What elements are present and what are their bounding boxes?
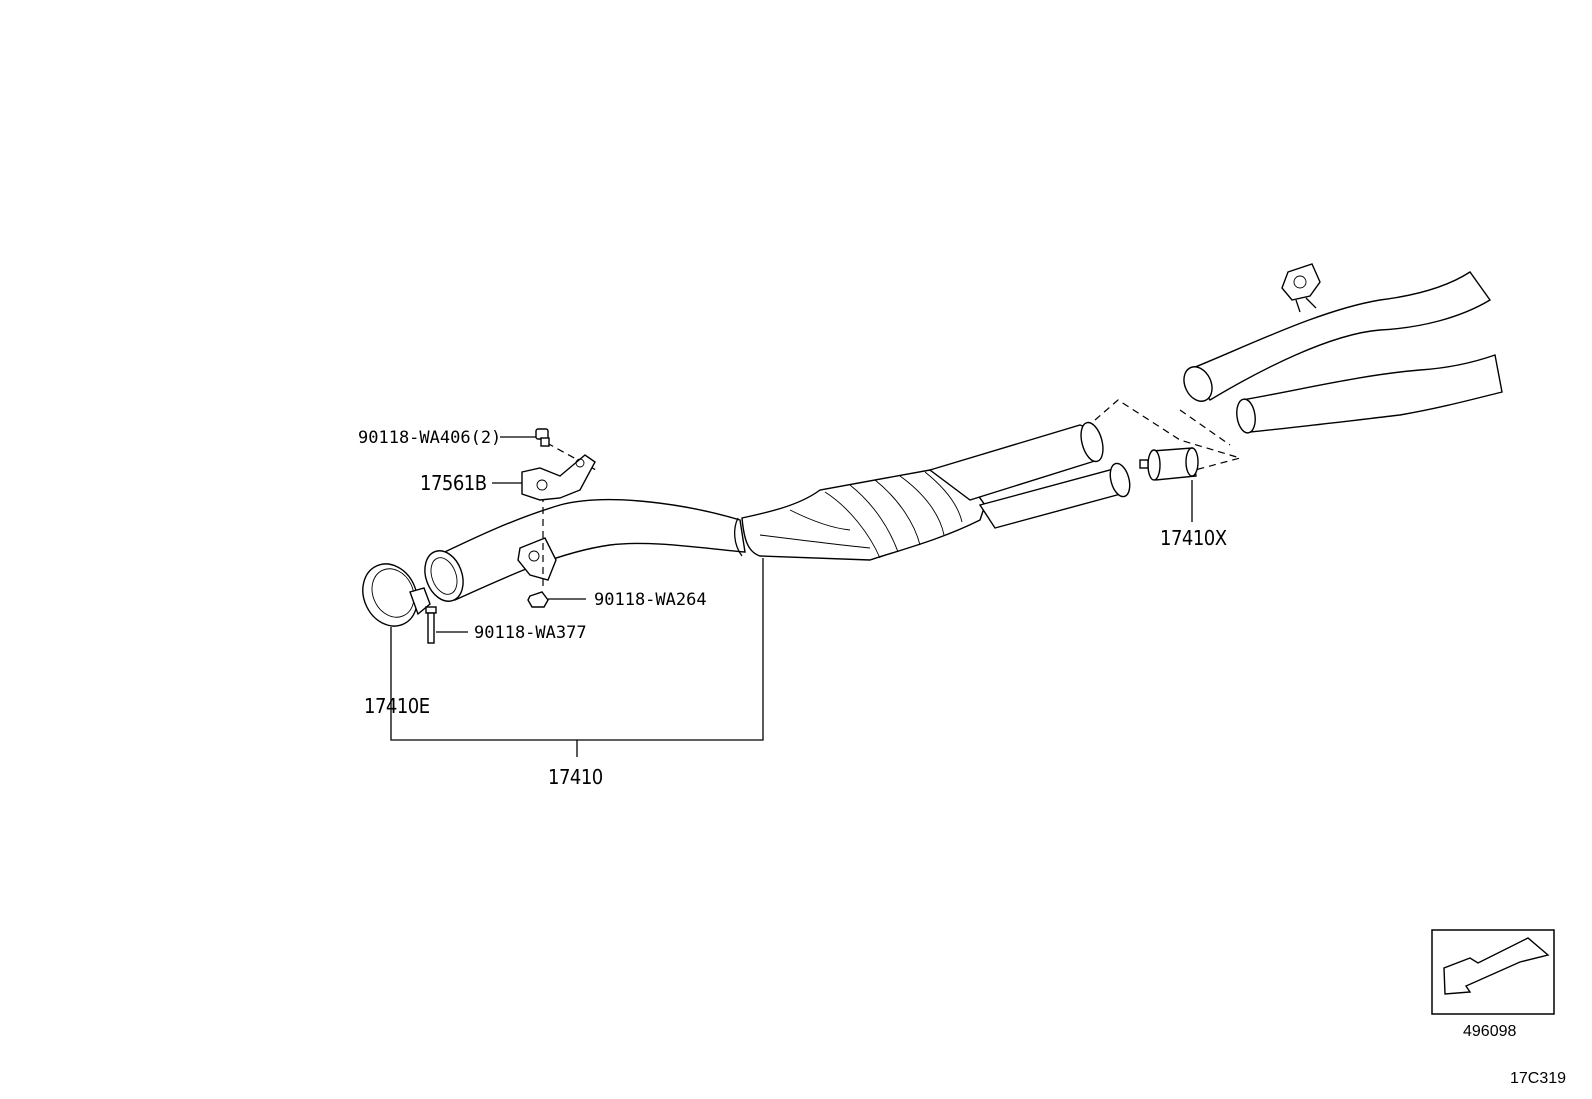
label-17410e: 17410E bbox=[364, 694, 430, 718]
clamp-17410e bbox=[362, 563, 431, 627]
bracket-17561b bbox=[521, 454, 596, 501]
label-17410: 17410 bbox=[548, 765, 603, 789]
label-90118-wa377: 90118-WA377 bbox=[474, 623, 587, 643]
front-exhaust-pipe bbox=[424, 421, 1131, 602]
label-90118-wa264: 90118-WA264 bbox=[594, 590, 707, 610]
leader-lines bbox=[390, 436, 1193, 757]
bolt-90118-wa377 bbox=[425, 606, 437, 644]
rear-exhaust-pipes bbox=[1183, 263, 1503, 434]
direction-box bbox=[1431, 929, 1555, 1015]
label-17561b: 17561B bbox=[420, 471, 487, 495]
page-code: 17C319 bbox=[1510, 1070, 1566, 1087]
direction-code: 496098 bbox=[1463, 1023, 1516, 1040]
bolt-90118-wa406 bbox=[535, 428, 550, 447]
connector-17410x bbox=[1139, 447, 1199, 481]
nut-90118-wa264 bbox=[527, 591, 549, 608]
assembly-guide-lines bbox=[542, 399, 1243, 590]
front-direction-arrow-icon bbox=[1443, 937, 1550, 995]
label-90118-wa406: 90118-WA406(2) bbox=[358, 428, 501, 448]
label-17410x: 17410X bbox=[1160, 526, 1227, 550]
